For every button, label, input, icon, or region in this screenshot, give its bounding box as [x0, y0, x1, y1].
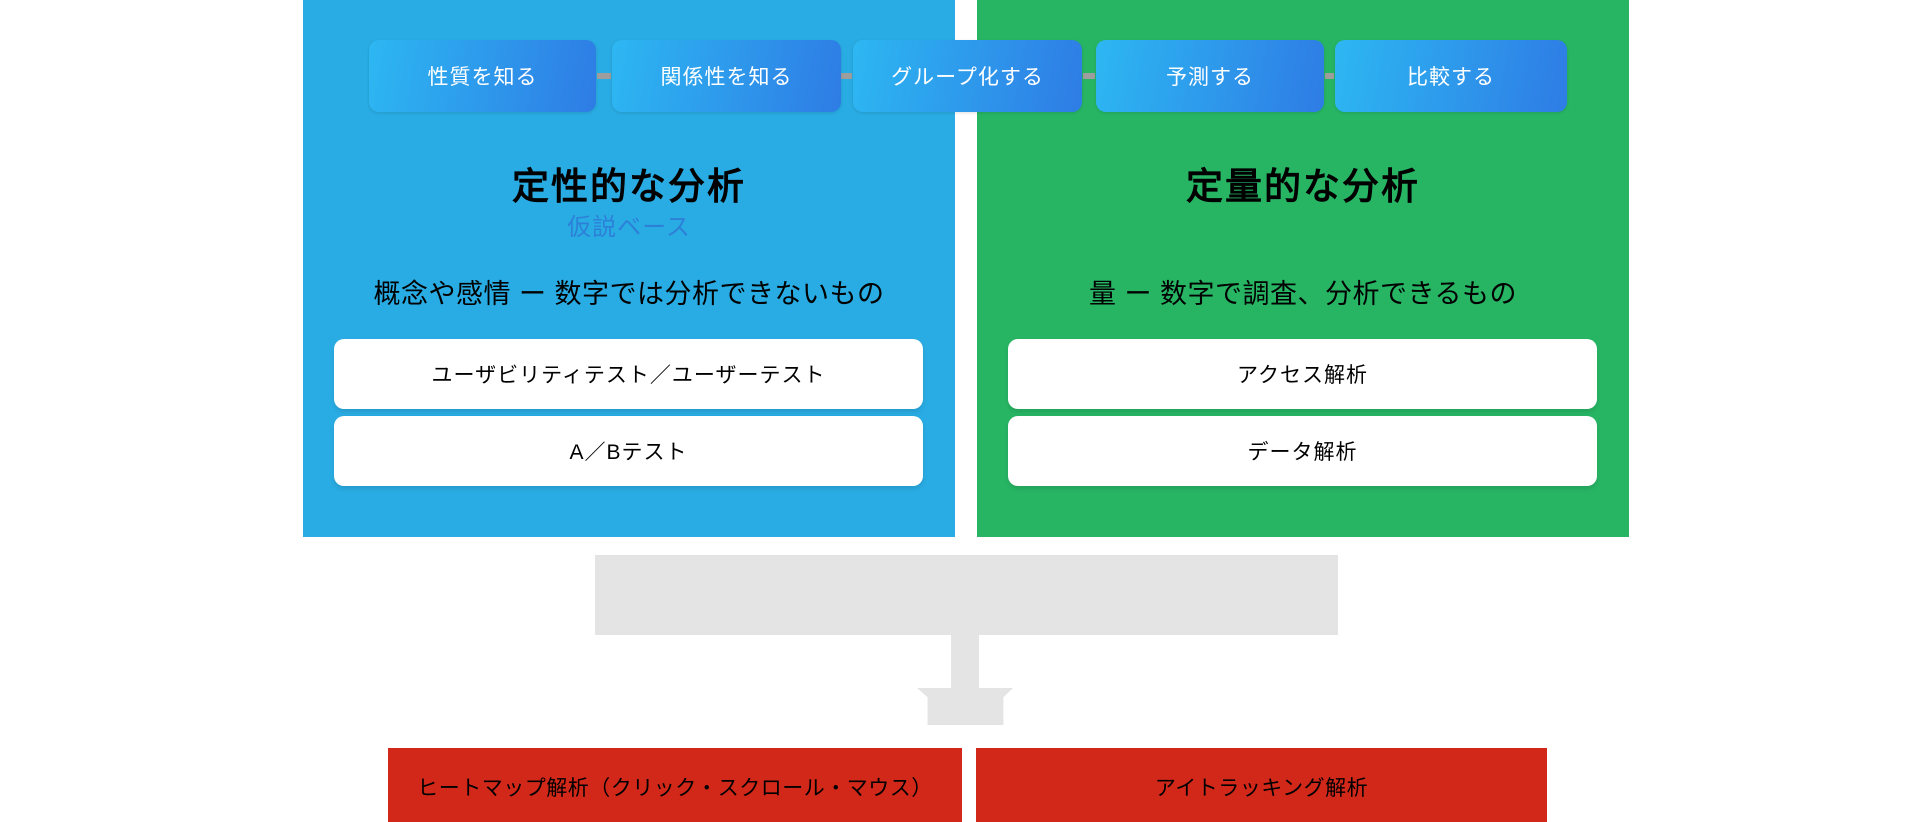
eye-tracking-analysis-bar: アイトラッキング解析 — [976, 748, 1547, 822]
hypothesis-base-label: 仮説ベース — [567, 214, 691, 241]
qualitative-panel-description: 概念や感情 ー 数字では分析できないもの — [373, 279, 885, 309]
method-card-access-analysis: アクセス解析 — [1008, 339, 1597, 409]
merge-bar — [595, 555, 1338, 635]
method-card-data-analysis: データ解析 — [1008, 416, 1597, 486]
quantitative-panel-description: 量 ー 数字で調査、分析できるもの — [1089, 279, 1517, 309]
pill-connector — [1325, 73, 1334, 79]
process-pill-grouping: グループ化する — [853, 40, 1082, 112]
pill-connector — [841, 73, 852, 79]
down-arrow-stem — [951, 635, 979, 689]
down-arrow-head — [917, 688, 1013, 725]
process-pill-know-relationships: 関係性を知る — [612, 40, 841, 112]
method-card-ab-test: A／Bテスト — [334, 416, 923, 486]
method-card-usability-test: ユーザビリティテスト／ユーザーテスト — [334, 339, 923, 409]
process-pill-predict: 予測する — [1096, 40, 1324, 112]
process-pill-compare: 比較する — [1335, 40, 1567, 112]
pill-connector — [597, 73, 611, 79]
pill-connector — [1083, 73, 1095, 79]
process-pill-know-nature: 性質を知る — [369, 40, 596, 112]
qualitative-panel-title: 定性的な分析 — [512, 166, 746, 207]
heatmap-analysis-bar: ヒートマップ解析（クリック・スクロール・マウス） — [388, 748, 962, 822]
quantitative-panel-title: 定量的な分析 — [1186, 166, 1420, 207]
